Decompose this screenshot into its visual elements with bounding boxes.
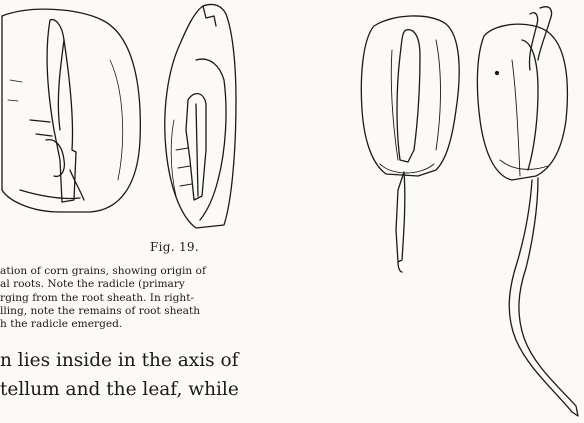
caption-line: rging from the root sheath. In right- [0, 292, 250, 305]
figure-caption: ation of corn grains, showing origin of … [0, 265, 250, 331]
kernel-section-left [2, 9, 140, 212]
caption-line: al roots. Note the radicle (primary [0, 278, 250, 291]
kernel-section-middle [165, 4, 236, 228]
body-paragraph: n lies inside in the axis of tellum and … [0, 346, 345, 404]
caption-line: lling, note the remains of root sheath [0, 305, 250, 318]
figure-number: Fig. 19. [150, 240, 270, 254]
body-line: tellum and the leaf, while [0, 375, 345, 404]
germinating-kernel-two [477, 7, 578, 416]
body-line: n lies inside in the axis of [0, 346, 345, 375]
caption-line: ation of corn grains, showing origin of [0, 265, 250, 278]
germinating-kernel-one [361, 16, 459, 272]
caption-line: h the radicle emerged. [0, 318, 250, 331]
